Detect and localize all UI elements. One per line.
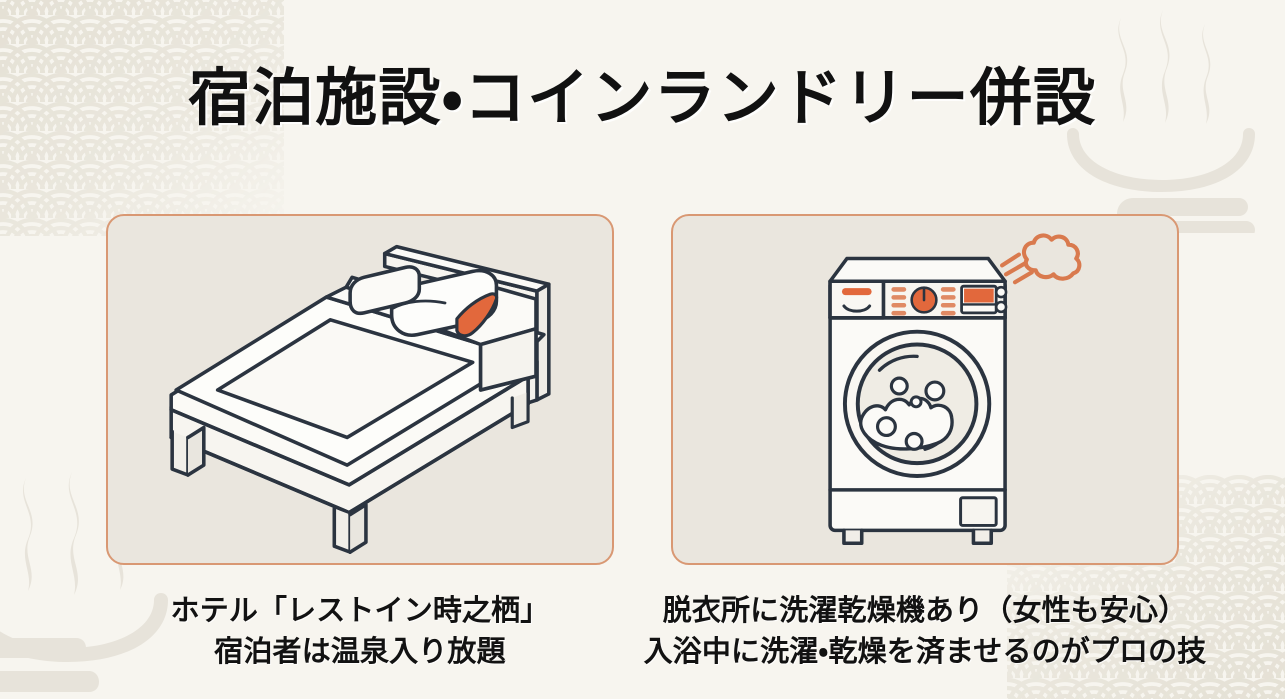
caption-line: 脱衣所に洗濯乾燥機あり（女性も安心） (662, 595, 1188, 627)
caption-accommodation: ホテル「レストイン時之栖」 宿泊者は温泉入り放題 (171, 591, 550, 673)
caption-line: 入浴中に洗濯・乾燥を済ませるのがプロの技 (643, 636, 1207, 669)
card-column-accommodation: ホテル「レストイン時之栖」 宿泊者は温泉入り放題 (106, 214, 614, 673)
card-column-laundry: 脱衣所に洗濯乾燥機あり（女性も安心） 入浴中に洗濯・乾燥を済ませるのがプロの技 (644, 214, 1206, 673)
control-panel-group (841, 281, 1008, 318)
cards-row: ホテル「レストイン時之栖」 宿泊者は温泉入り放題 (0, 214, 1285, 673)
caption-laundry: 脱衣所に洗濯乾燥機あり（女性も安心） 入浴中に洗濯・乾燥を済ませるのがプロの技 (644, 591, 1207, 673)
bed-illustration-icon (169, 244, 551, 554)
steam-puff-icon (1000, 233, 1082, 285)
washing-machine-illustration-icon (828, 233, 1082, 546)
card-laundry[interactable] (671, 214, 1179, 565)
caption-line: ホテル「レストイン時之栖」 (170, 595, 550, 627)
card-accommodation[interactable] (106, 214, 614, 565)
page-title: 宿泊施設・コインランドリー併設 (188, 64, 1097, 133)
caption-line: 宿泊者は温泉入り放題 (214, 636, 506, 669)
